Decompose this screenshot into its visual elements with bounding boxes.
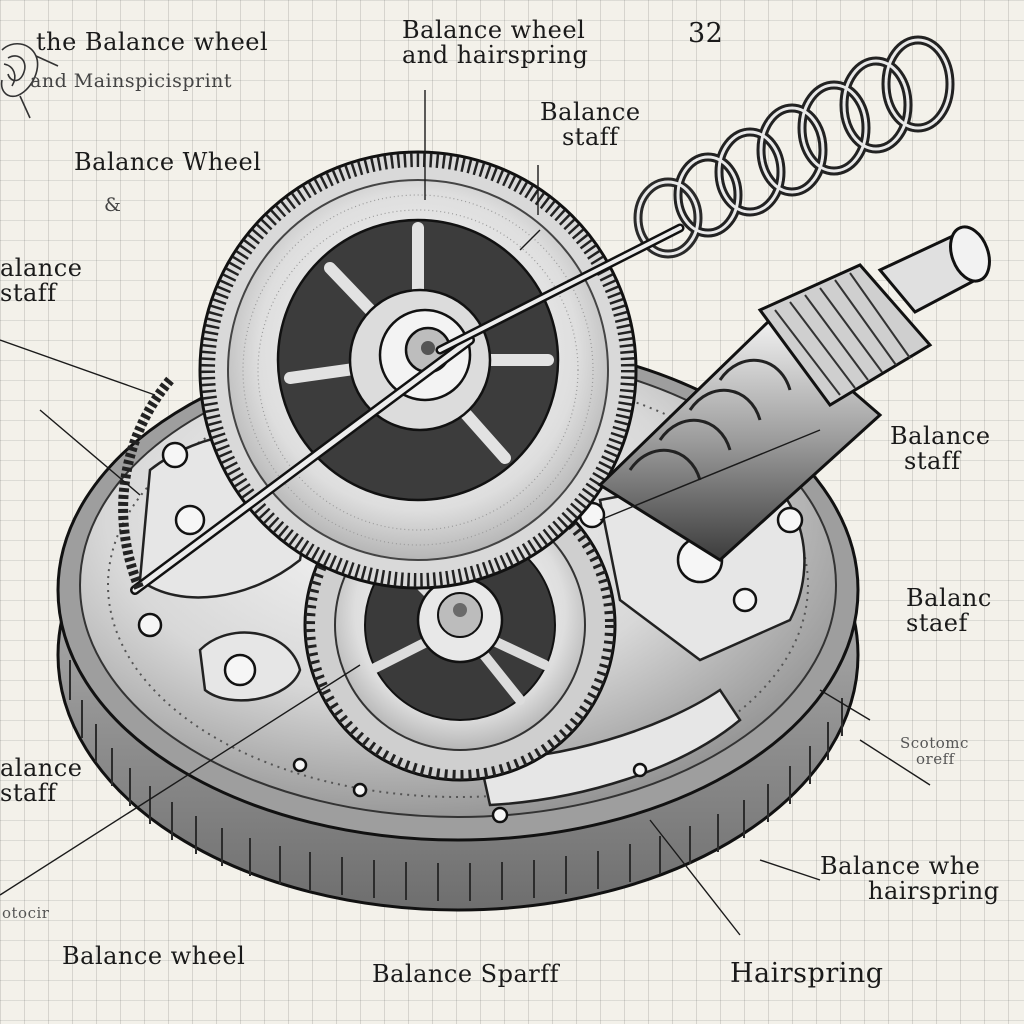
- label-bottom-balance-wheel: Balance wheel: [62, 942, 246, 970]
- label-top-left-subtitle: and Mainspicisprint: [30, 70, 233, 92]
- page-number: 32: [688, 18, 724, 49]
- label-left-edge-1: alance staff: [0, 254, 83, 308]
- balance-staff: [597, 225, 991, 562]
- flower-sketch-icon: [0, 43, 59, 119]
- label-right-2: Balanc staef: [906, 584, 992, 638]
- jewel-screws: [137, 441, 804, 824]
- label-right-3: Scotomc oreff: [900, 734, 969, 768]
- label-top-left-title: the Balance wheel: [36, 28, 269, 56]
- label-bottom-hairspring: Hairspring: [730, 958, 884, 989]
- balance-wheel-gear: [198, 150, 638, 590]
- balance-arms: [130, 223, 685, 595]
- label-left-balance-wheel: Balance Wheel: [74, 148, 262, 176]
- leader-lines: [0, 90, 931, 936]
- label-right-1: Balance staff: [890, 422, 991, 476]
- knurled-edge: [69, 660, 843, 901]
- label-bottom-balance-sparff: Balance Sparff: [372, 960, 560, 988]
- label-top-center-right: Balance staff: [540, 98, 641, 152]
- label-top-center: Balance wheel and hairspring: [402, 16, 589, 70]
- hairspring-coil: [633, 35, 955, 259]
- left-spring-arc: [118, 376, 174, 592]
- label-left-edge-2: alance staff: [0, 754, 83, 808]
- label-left-bottom-small: otocir: [2, 904, 50, 922]
- label-left-ampersand: &: [104, 194, 122, 216]
- label-right-4: Balance whe hairspring: [820, 852, 1000, 906]
